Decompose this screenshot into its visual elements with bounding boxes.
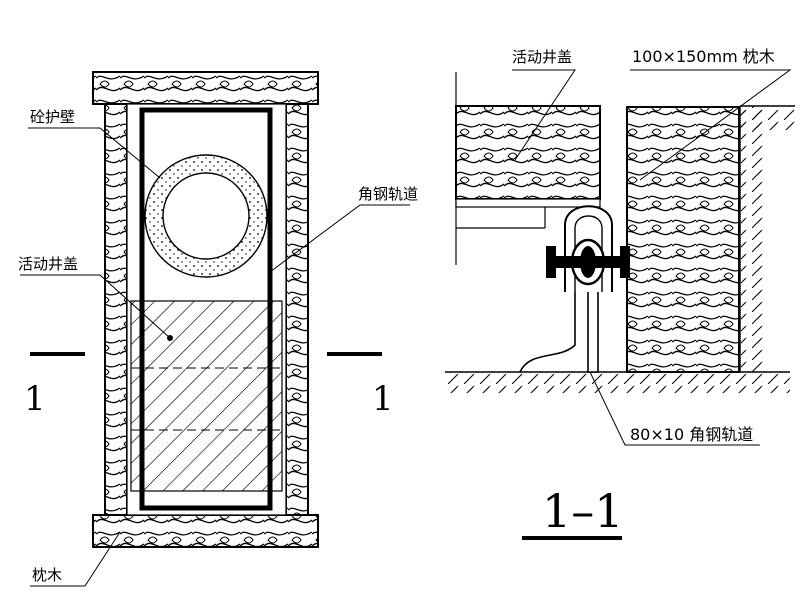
section-title: 1–1 bbox=[542, 484, 624, 538]
movable-cover-section bbox=[455, 105, 601, 200]
leader-movable-cover bbox=[20, 274, 171, 339]
plan-view: 砼护壁 活动井盖 角钢轨道 枕木 1 1 bbox=[18, 71, 418, 587]
right-side-sleeper bbox=[285, 103, 309, 516]
top-sleeper bbox=[92, 71, 319, 105]
leader-rail-size bbox=[589, 371, 760, 446]
leader-sleeper-size bbox=[630, 69, 792, 181]
angle-rail-frame bbox=[139, 107, 273, 511]
section-view: 活动井盖 100×150mm 枕木 80×10 角钢轨道 1–1 bbox=[445, 47, 795, 540]
bolt-shaft bbox=[546, 256, 630, 268]
sleeper-section bbox=[626, 106, 740, 373]
movable-cover-plan bbox=[130, 300, 283, 492]
ground-hatch bbox=[445, 373, 790, 393]
top-ground-hatch bbox=[740, 108, 795, 130]
leader-movable-cover-section bbox=[512, 69, 576, 161]
label-angle-rail: 角钢轨道 bbox=[358, 185, 418, 203]
leader-sleeper bbox=[30, 531, 121, 587]
label-movable-cover-plan: 活动井盖 bbox=[18, 255, 78, 273]
section-mark-left: 1 bbox=[24, 379, 46, 419]
section-mark-right: 1 bbox=[372, 379, 394, 419]
cover-bottom-plate bbox=[455, 198, 601, 208]
bottom-sleeper bbox=[92, 514, 319, 548]
label-concrete-wall: 砼护壁 bbox=[30, 108, 75, 126]
label-sleeper-plan: 枕木 bbox=[32, 566, 62, 584]
leader-angle-rail bbox=[269, 204, 410, 273]
bolt-nut-right bbox=[620, 246, 630, 278]
concrete-ring-inner bbox=[162, 172, 250, 260]
angle-rail-flange bbox=[519, 281, 588, 373]
concrete-ring bbox=[145, 155, 267, 277]
left-side-sleeper bbox=[104, 103, 128, 516]
leader-concrete-wall bbox=[28, 127, 161, 179]
label-sleeper-size: 100×150mm 枕木 bbox=[632, 47, 775, 66]
label-rail-size: 80×10 角钢轨道 bbox=[630, 425, 753, 444]
soil-wall-hatch bbox=[741, 106, 763, 372]
label-movable-cover-section: 活动井盖 bbox=[512, 48, 572, 66]
bolt-nut-left bbox=[546, 246, 556, 278]
rail-clamp-inner bbox=[574, 215, 603, 292]
concrete-ring-outer bbox=[144, 154, 268, 278]
angle-rail-profile bbox=[587, 281, 599, 373]
